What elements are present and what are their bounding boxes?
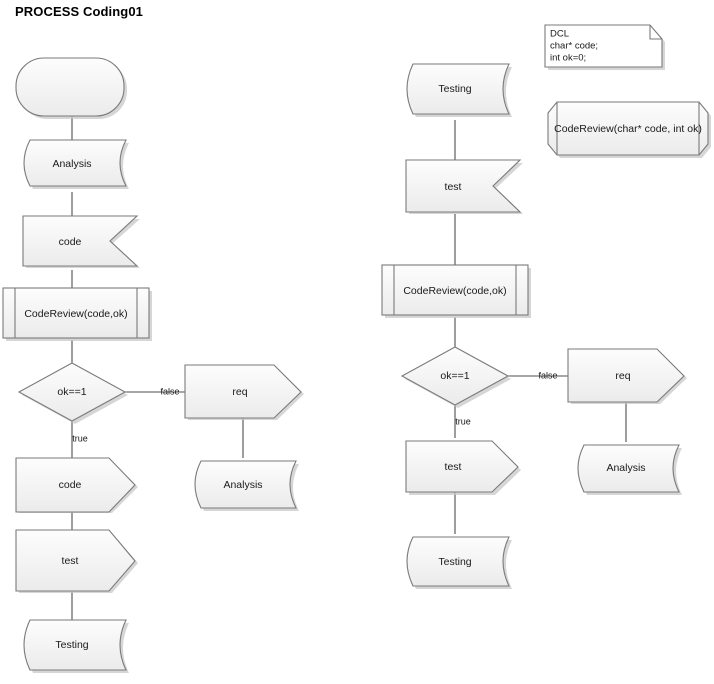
node-label-req-2: req	[615, 370, 630, 382]
node-label-test-1: test	[62, 555, 79, 567]
node-label-analysis-3: Analysis	[606, 462, 645, 474]
node-label-testing-1: Testing	[55, 639, 88, 651]
node-req-2[interactable]: req	[567, 348, 687, 404]
note-line-1: DCL	[550, 29, 569, 40]
node-test-2[interactable]: test	[405, 159, 523, 214]
node-analysis-3[interactable]: Analysis	[577, 444, 682, 495]
edge-label-true-2: true	[455, 416, 471, 426]
node-testing-1[interactable]: Testing	[23, 619, 129, 673]
node-label-testing-3: Testing	[438, 556, 471, 568]
node-analysis-2[interactable]: Analysis	[194, 460, 299, 511]
node-label-req-1: req	[232, 386, 247, 398]
page-title: PROCESS Coding01	[15, 4, 144, 19]
edge-label-false-2: false	[538, 370, 557, 380]
node-decision-2[interactable]: ok==1	[400, 346, 511, 408]
annotation-signature-box[interactable]: CodeReview(char* code, int ok)	[547, 101, 711, 158]
edge-label-false-1: false	[160, 386, 179, 396]
node-label-code-1: code	[59, 236, 82, 248]
node-codereview-2[interactable]: CodeReview(code,ok)	[381, 264, 531, 318]
node-test-3[interactable]: test	[405, 440, 521, 495]
node-decision-1[interactable]: ok==1	[17, 362, 128, 424]
node-label-analysis-1: Analysis	[52, 158, 91, 170]
node-testing-2[interactable]: Testing	[406, 63, 512, 117]
node-code-1[interactable]: code	[22, 215, 140, 268]
node-label-codereview-2: CodeReview(code,ok)	[403, 285, 506, 297]
note-line-3: int ok=0;	[550, 53, 586, 64]
node-codereview-1[interactable]: CodeReview(code,ok)	[2, 287, 152, 341]
node-req-1[interactable]: req	[184, 364, 304, 420]
node-label-decision-2: ok==1	[440, 370, 469, 382]
node-label-decision-1: ok==1	[57, 386, 86, 398]
annotation-signature-label: CodeReview(char* code, int ok)	[554, 123, 702, 135]
node-code-2[interactable]: code	[15, 457, 138, 513]
node-analysis-1[interactable]: Analysis	[23, 139, 129, 189]
edge-label-true-1: true	[72, 433, 88, 443]
node-label-code-2: code	[59, 479, 82, 491]
node-label-test-3: test	[445, 461, 462, 473]
node-test-1[interactable]: test	[15, 529, 138, 593]
node-label-analysis-2: Analysis	[223, 479, 262, 491]
node-testing-3[interactable]: Testing	[406, 536, 512, 589]
node-label-codereview-1: CodeReview(code,ok)	[24, 308, 127, 320]
annotation-declaration-note[interactable]: DCL char* code; int ok=0;	[544, 24, 665, 70]
right-flow-connectors	[454, 120, 627, 534]
node-label-testing-2: Testing	[438, 83, 471, 95]
note-line-2: char* code;	[550, 41, 598, 52]
left-flow-connectors	[71, 116, 244, 620]
node-label-test-2: test	[445, 181, 462, 193]
node-start-terminator[interactable]	[15, 57, 127, 119]
